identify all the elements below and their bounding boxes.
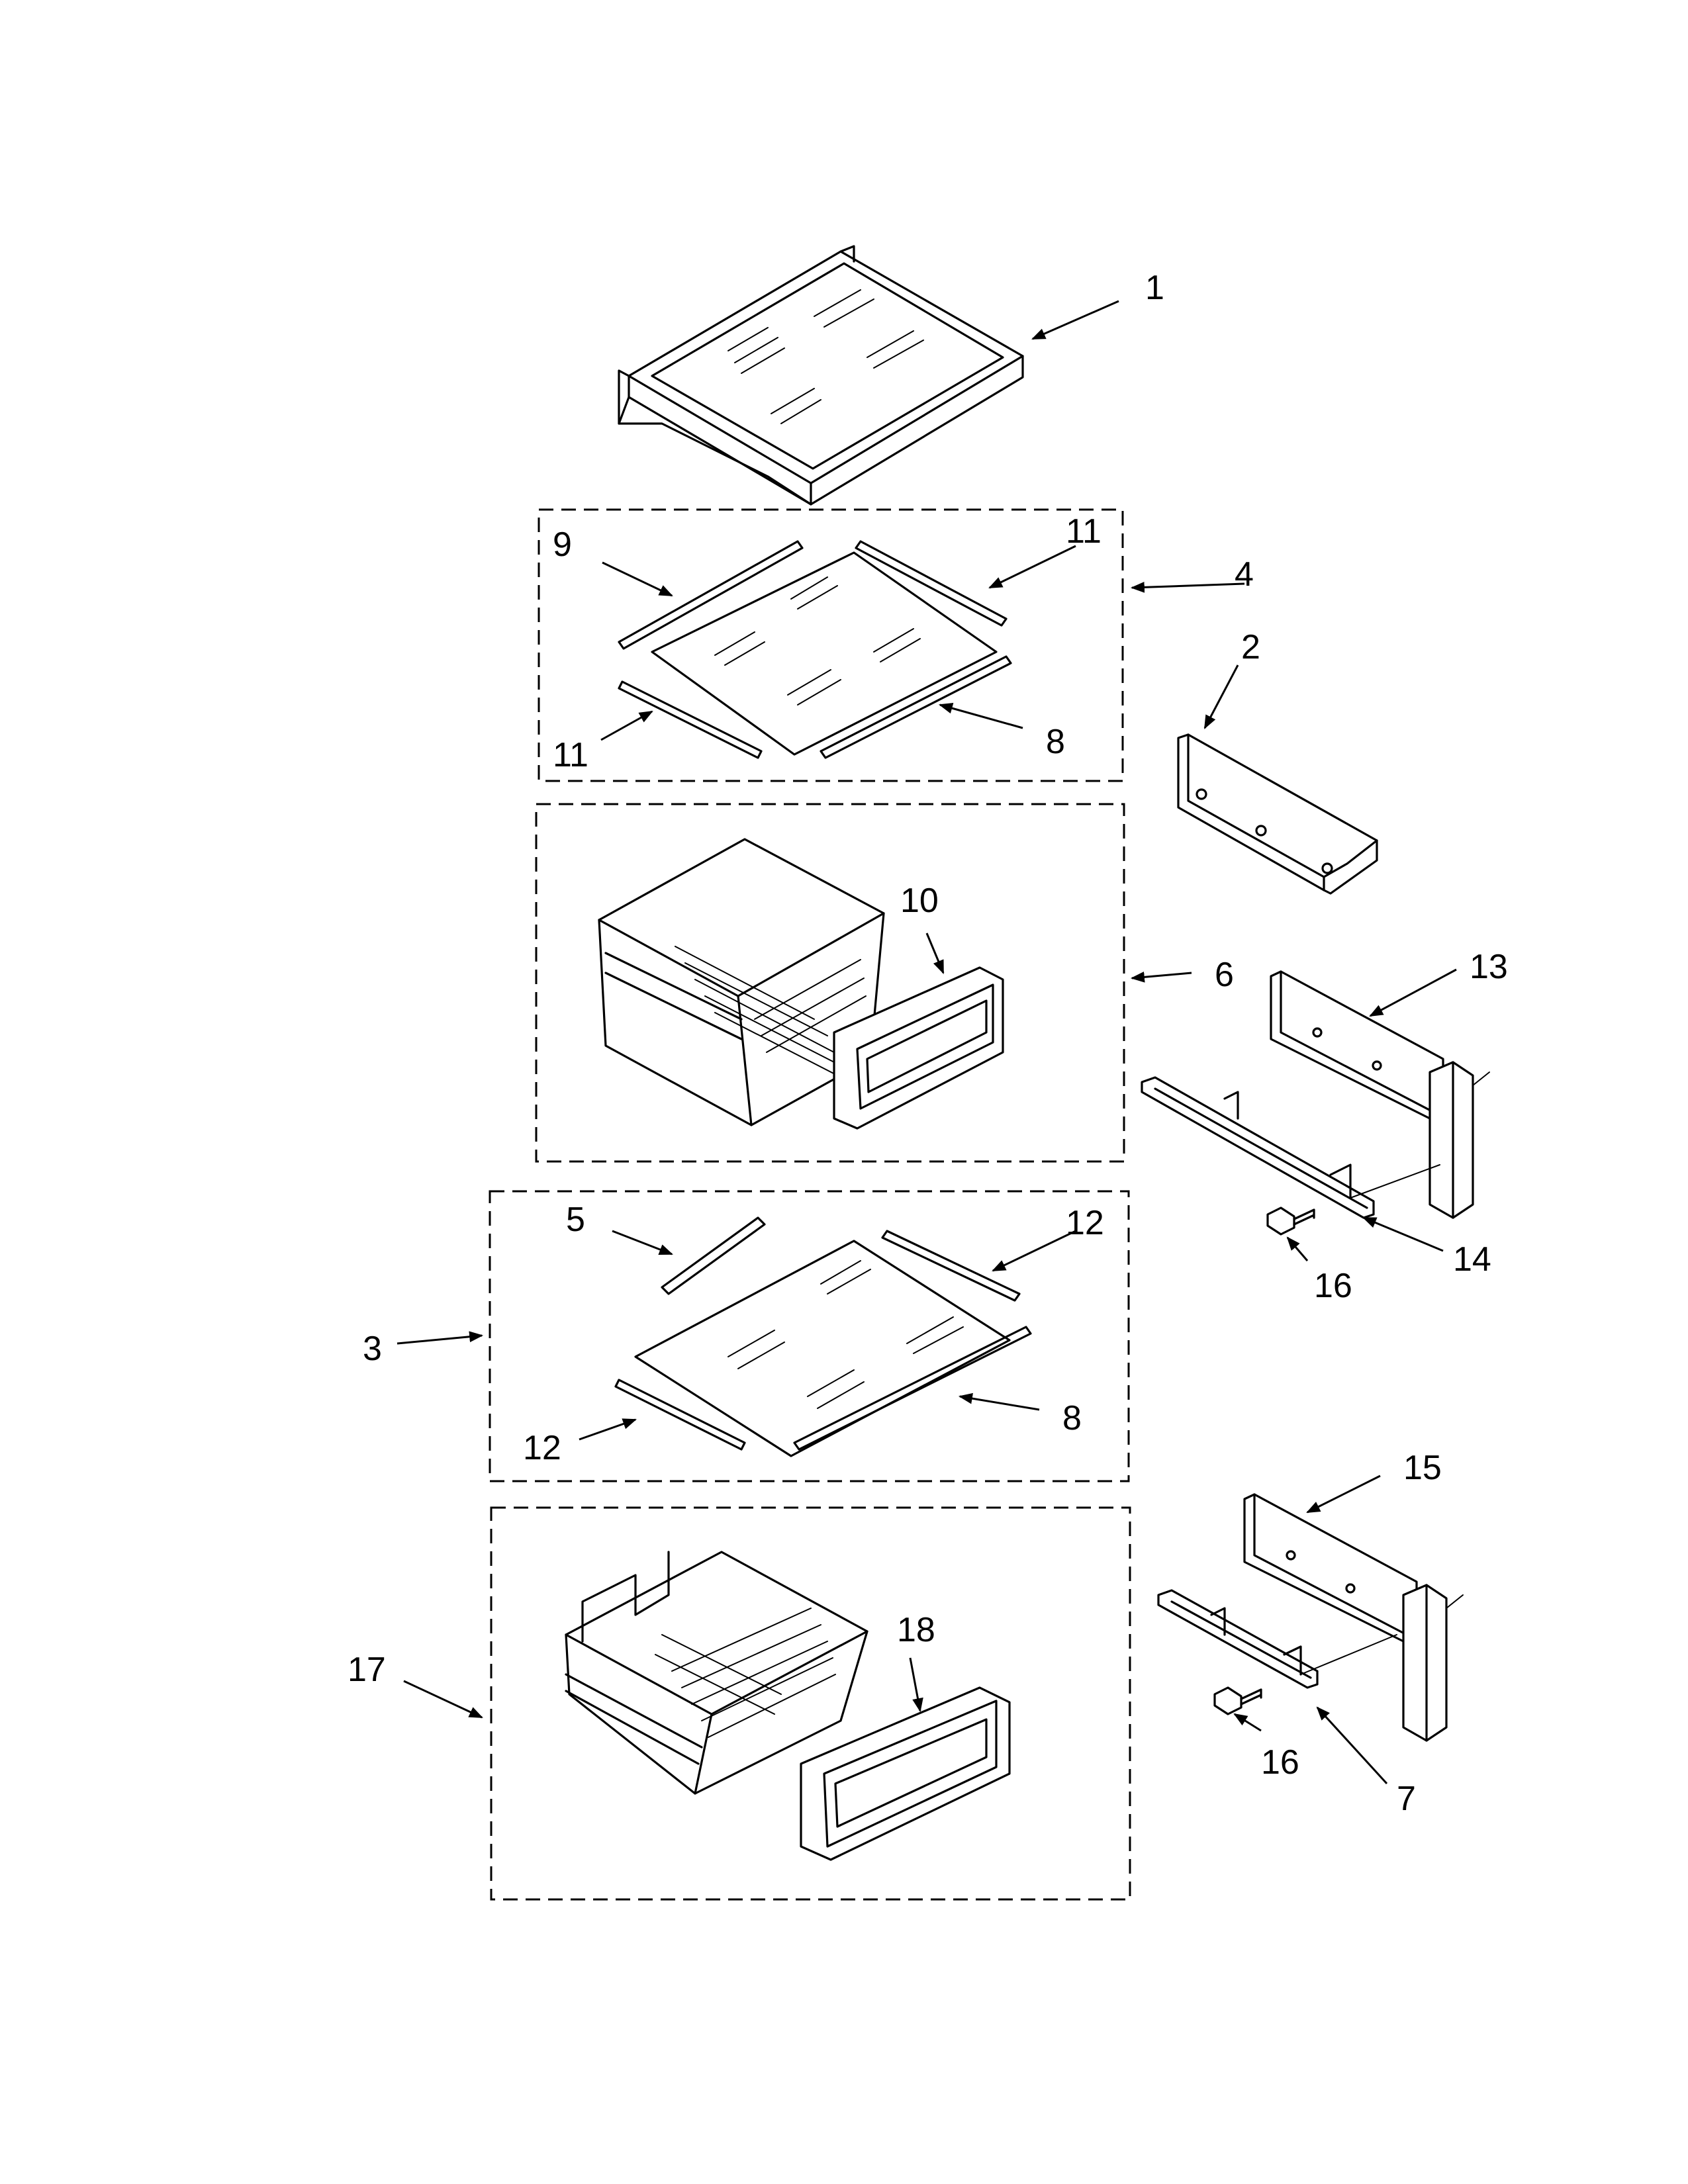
callout-14: 14 (1453, 1240, 1491, 1279)
callout-12-top: 12 (1066, 1204, 1104, 1242)
callout-labels: 1 9 11 4 2 11 8 10 6 13 5 12 14 16 3 8 1… (348, 269, 1508, 1818)
screw-16-lower (1213, 1686, 1262, 1715)
callout-5: 5 (566, 1201, 585, 1239)
callout-8-bottom: 8 (1062, 1399, 1082, 1437)
drawer-front-lower (800, 1686, 1011, 1861)
slide-cover-13 (1270, 970, 1490, 1219)
leader-lines (397, 300, 1457, 1785)
callout-17: 17 (348, 1651, 386, 1689)
callout-11-bottom: 11 (553, 736, 588, 774)
drawer-front-upper (833, 966, 1004, 1130)
assembly-3-frame (489, 1190, 1130, 1482)
callout-8-top: 8 (1046, 723, 1065, 761)
top-shelf-assembly (618, 245, 1024, 506)
callout-15: 15 (1403, 1449, 1442, 1487)
callout-4: 4 (1235, 555, 1254, 594)
callout-10: 10 (900, 882, 939, 920)
assembly-17-frame (490, 1506, 1131, 1901)
callout-16-upper: 16 (1314, 1267, 1352, 1305)
callout-18: 18 (897, 1611, 935, 1649)
slide-rail-7 (1157, 1589, 1397, 1689)
callout-7: 7 (1397, 1780, 1416, 1818)
callout-3: 3 (363, 1330, 382, 1368)
crisper-drawer-upper (598, 838, 885, 1126)
callout-11-top: 11 (1066, 512, 1102, 551)
callout-6: 6 (1215, 956, 1234, 994)
slide-rail-14 (1141, 1076, 1440, 1219)
assembly-4-frame (538, 508, 1124, 782)
callout-1: 1 (1145, 269, 1164, 307)
callout-9: 9 (553, 525, 572, 564)
callout-12-bottom: 12 (523, 1429, 561, 1467)
callout-2: 2 (1241, 628, 1260, 666)
callout-13: 13 (1470, 948, 1508, 986)
slide-cover-15 (1243, 1493, 1464, 1742)
shelf-glass-assembly-4 (618, 540, 1012, 759)
crisper-drawer-lower (565, 1551, 868, 1795)
assembly-6-frame (535, 803, 1125, 1163)
screw-16-upper (1266, 1206, 1315, 1236)
callout-16-lower: 16 (1261, 1743, 1299, 1782)
shelf-glass-assembly-3 (614, 1216, 1032, 1457)
rail-cover-2 (1177, 733, 1378, 895)
